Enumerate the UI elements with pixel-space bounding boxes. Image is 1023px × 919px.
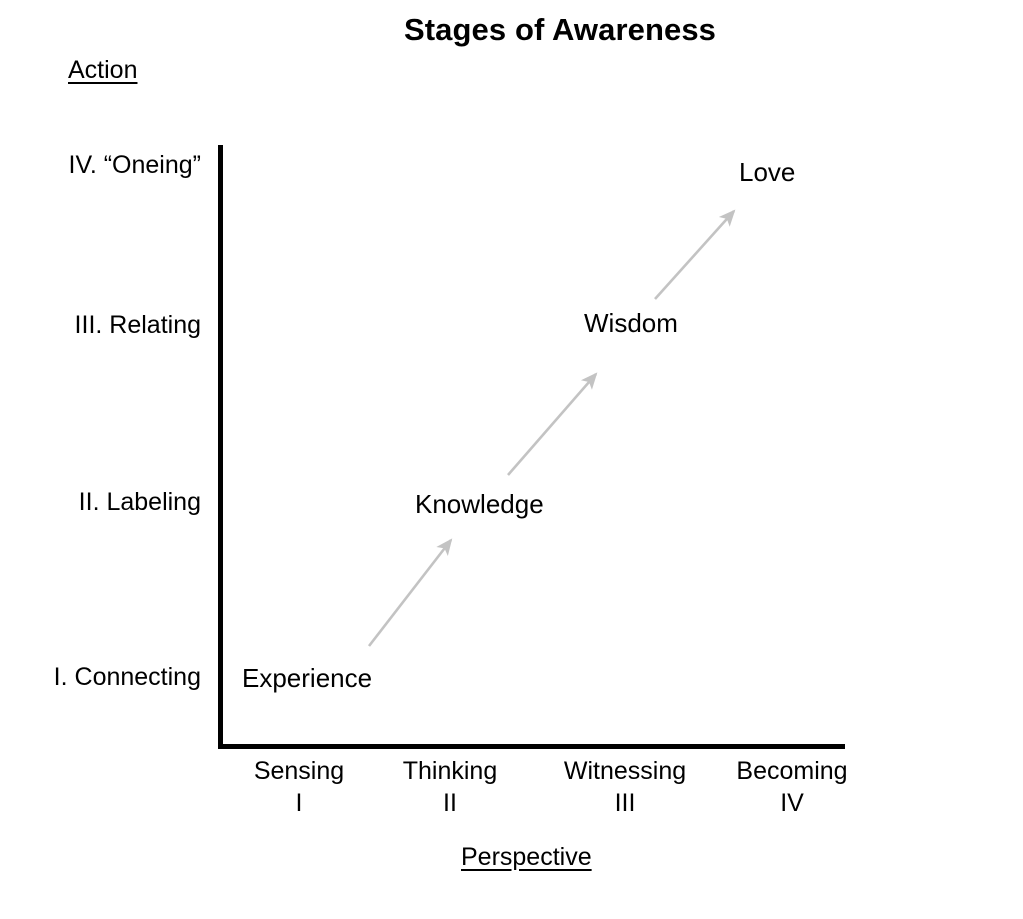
- x-axis-tick-becoming-name: Becoming: [736, 757, 848, 785]
- node-label-love: Love: [739, 157, 796, 187]
- x-axis-tick-becoming: Becoming IV: [712, 755, 872, 819]
- x-axis-tick-sensing-roman: I: [295, 789, 303, 817]
- y-axis-tick-oneing: IV. “Oneing”: [68, 151, 201, 179]
- x-axis-tick-becoming-roman: IV: [780, 789, 804, 817]
- x-axis-tick-witnessing: Witnessing III: [545, 755, 705, 819]
- x-axis-tick-thinking-roman: II: [443, 789, 457, 817]
- page-title: Stages of Awareness: [403, 12, 717, 47]
- x-axis-tick-sensing: Sensing I: [219, 755, 379, 819]
- y-axis-tick-relating: III. Relating: [74, 311, 201, 339]
- x-axis-tick-witnessing-roman: III: [614, 789, 636, 817]
- arrow-experience-to-knowledge: [367, 538, 453, 647]
- x-axis-tick-witnessing-name: Witnessing: [563, 757, 687, 785]
- node-label-wisdom: Wisdom: [584, 308, 678, 338]
- x-axis-tick-thinking-name: Thinking: [402, 757, 498, 785]
- y-axis-line: [218, 145, 223, 749]
- x-axis-tick-sensing-name: Sensing: [253, 757, 345, 785]
- x-axis-title: Perspective: [461, 843, 592, 871]
- arrow-knowledge-to-wisdom: [507, 372, 598, 476]
- y-axis-title: Action: [68, 56, 138, 84]
- x-axis-line: [218, 744, 845, 749]
- x-axis-tick-thinking: Thinking II: [370, 755, 530, 819]
- y-axis-tick-connecting: I. Connecting: [53, 663, 201, 691]
- arrow-wisdom-to-love: [654, 209, 736, 300]
- y-axis-tick-labeling: II. Labeling: [78, 488, 201, 516]
- node-label-experience: Experience: [242, 663, 373, 693]
- node-label-knowledge: Knowledge: [415, 489, 544, 519]
